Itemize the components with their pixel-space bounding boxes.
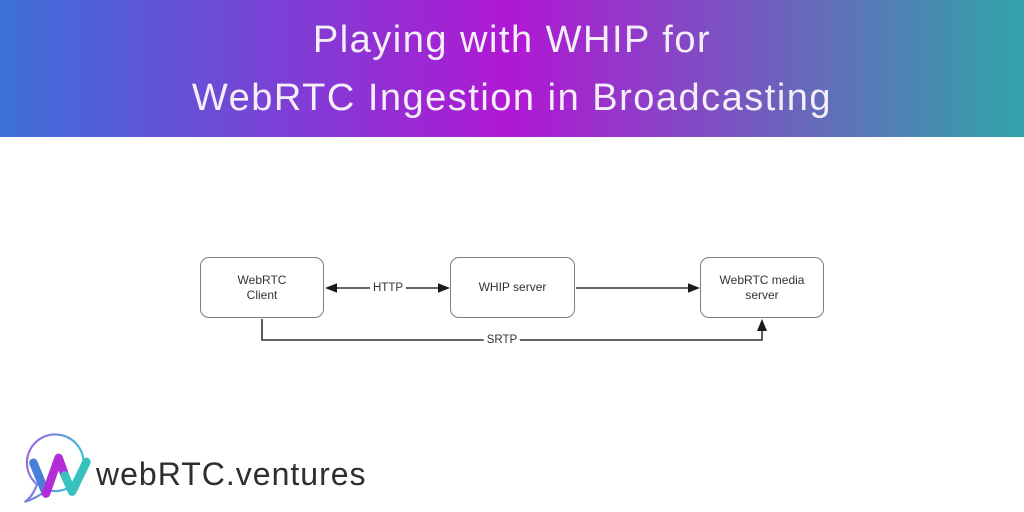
logo-w-magenta-stroke: [41, 453, 70, 498]
diagram-node-webrtc-media-server: WebRTC media server: [700, 257, 824, 318]
page-title-line-2: WebRTC Ingestion in Broadcasting: [191, 76, 833, 119]
arrowhead-right-icon: [688, 283, 700, 293]
arrowhead-up-icon: [757, 319, 767, 331]
diagram-node-whip-server: WHIP server: [450, 257, 575, 318]
edge-label-http: HTTP: [369, 282, 407, 294]
edge-label-srtp: SRTP: [483, 334, 521, 346]
webrtc-ventures-logo: webRTC.ventures: [10, 422, 367, 510]
title-banner: Playing with WHIP for WebRTC Ingestion i…: [0, 0, 1024, 137]
arrowhead-left-icon: [325, 283, 337, 293]
speech-bubble-w-icon: [24, 433, 91, 503]
logo-w-teal-stroke: [60, 457, 91, 496]
diagram-node-webrtc-client: WebRTC Client: [200, 257, 324, 318]
page-title-line-1: Playing with WHIP for: [312, 18, 712, 61]
arrowhead-right-icon: [438, 283, 450, 293]
logo-wordmark: webRTC.ventures: [96, 455, 367, 492]
